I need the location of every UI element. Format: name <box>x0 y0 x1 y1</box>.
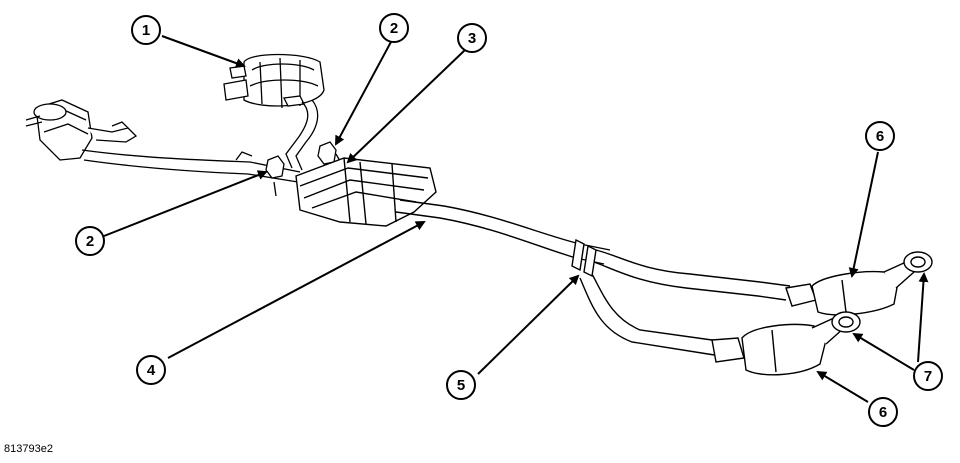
callout-7: 7 <box>913 361 943 391</box>
callout-1: 1 <box>131 15 161 45</box>
leader-lines <box>103 35 929 403</box>
y-pipe-lower-branch <box>579 273 741 359</box>
callout-2-top: 2 <box>379 13 409 43</box>
callout-4: 4 <box>136 355 166 385</box>
center-muffler <box>295 157 437 227</box>
callout-1-label: 1 <box>142 22 150 39</box>
pipe-clamp <box>571 238 597 278</box>
callout-2-top-label: 2 <box>390 20 398 37</box>
callout-6-top-label: 6 <box>876 128 884 145</box>
figure-id: 813793e2 <box>4 443 53 455</box>
callout-6-top: 6 <box>865 121 895 151</box>
y-pipe-upper-branch <box>593 249 791 301</box>
upper-connecting-pipe <box>285 99 319 171</box>
catalytic-converter-upper <box>785 251 933 316</box>
callout-5: 5 <box>446 370 476 400</box>
hanger-isolator-left <box>265 155 285 197</box>
intermediate-pipe <box>395 199 611 265</box>
catalytic-converter-lower <box>711 311 861 376</box>
rear-muffler-left <box>25 99 138 161</box>
callout-6-bottom: 6 <box>868 397 898 427</box>
callout-2-left-label: 2 <box>86 233 94 250</box>
callout-4-label: 4 <box>147 362 156 379</box>
left-tailpipe <box>81 149 301 183</box>
muffler-upper <box>223 53 325 109</box>
callout-7-label: 7 <box>924 368 932 385</box>
callout-3: 3 <box>457 23 487 53</box>
callout-2-left: 2 <box>75 226 105 256</box>
callout-6-bottom-label: 6 <box>879 404 887 421</box>
callout-3-label: 3 <box>468 30 476 47</box>
callout-5-label: 5 <box>457 377 465 394</box>
